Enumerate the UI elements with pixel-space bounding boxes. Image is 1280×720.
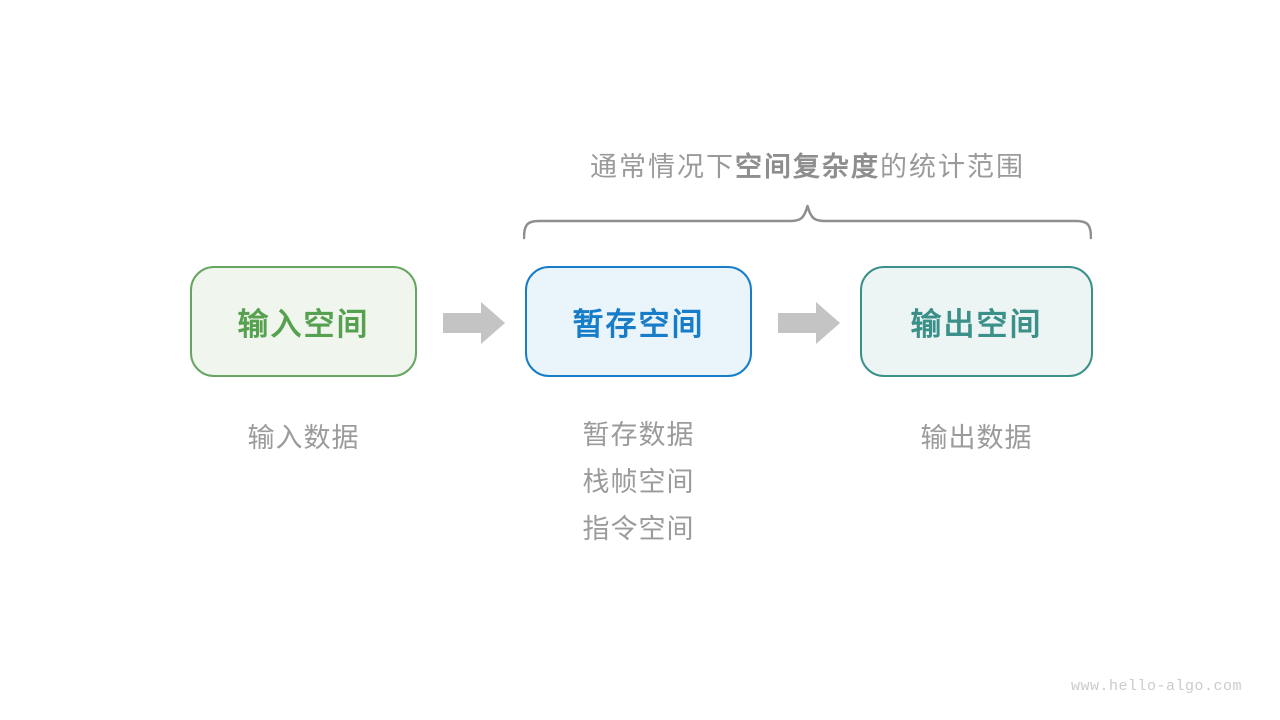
diagram-title: 通常情况下空间复杂度的统计范围 [523,145,1092,184]
note-input-data: 输入数据 [247,423,360,453]
output-space-box: 输出空间 [860,266,1093,377]
note-temp-data: 暂存数据 [582,420,695,450]
note-output-data: 输出数据 [920,423,1033,453]
temporary-space-label: 暂存空间 [572,307,705,342]
input-space-label: 输入空间 [237,307,370,342]
title-bold-term: 空间复杂度 [735,152,880,182]
temporary-space-box: 暂存空间 [525,266,752,377]
watermark: www.hello-algo.com [1070,678,1242,695]
input-space-notes: 输入数据 [190,424,417,453]
arrow-temp-to-output [778,302,840,344]
title-suffix: 的统计范围 [880,152,1025,182]
output-space-notes: 输出数据 [860,424,1093,453]
curly-brace-icon [522,204,1093,240]
temporary-space-notes: 暂存数据 栈帧空间 指令空间 [525,421,752,544]
scope-brace [522,198,1093,240]
right-arrow-icon [778,302,840,344]
note-instruction-space: 指令空间 [582,514,695,544]
right-arrow-icon [443,302,505,344]
note-stack-frame-space: 栈帧空间 [582,467,695,497]
output-space-label: 输出空间 [910,307,1043,342]
title-prefix: 通常情况下 [590,152,735,182]
arrow-input-to-temp [443,302,505,344]
input-space-box: 输入空间 [190,266,417,377]
